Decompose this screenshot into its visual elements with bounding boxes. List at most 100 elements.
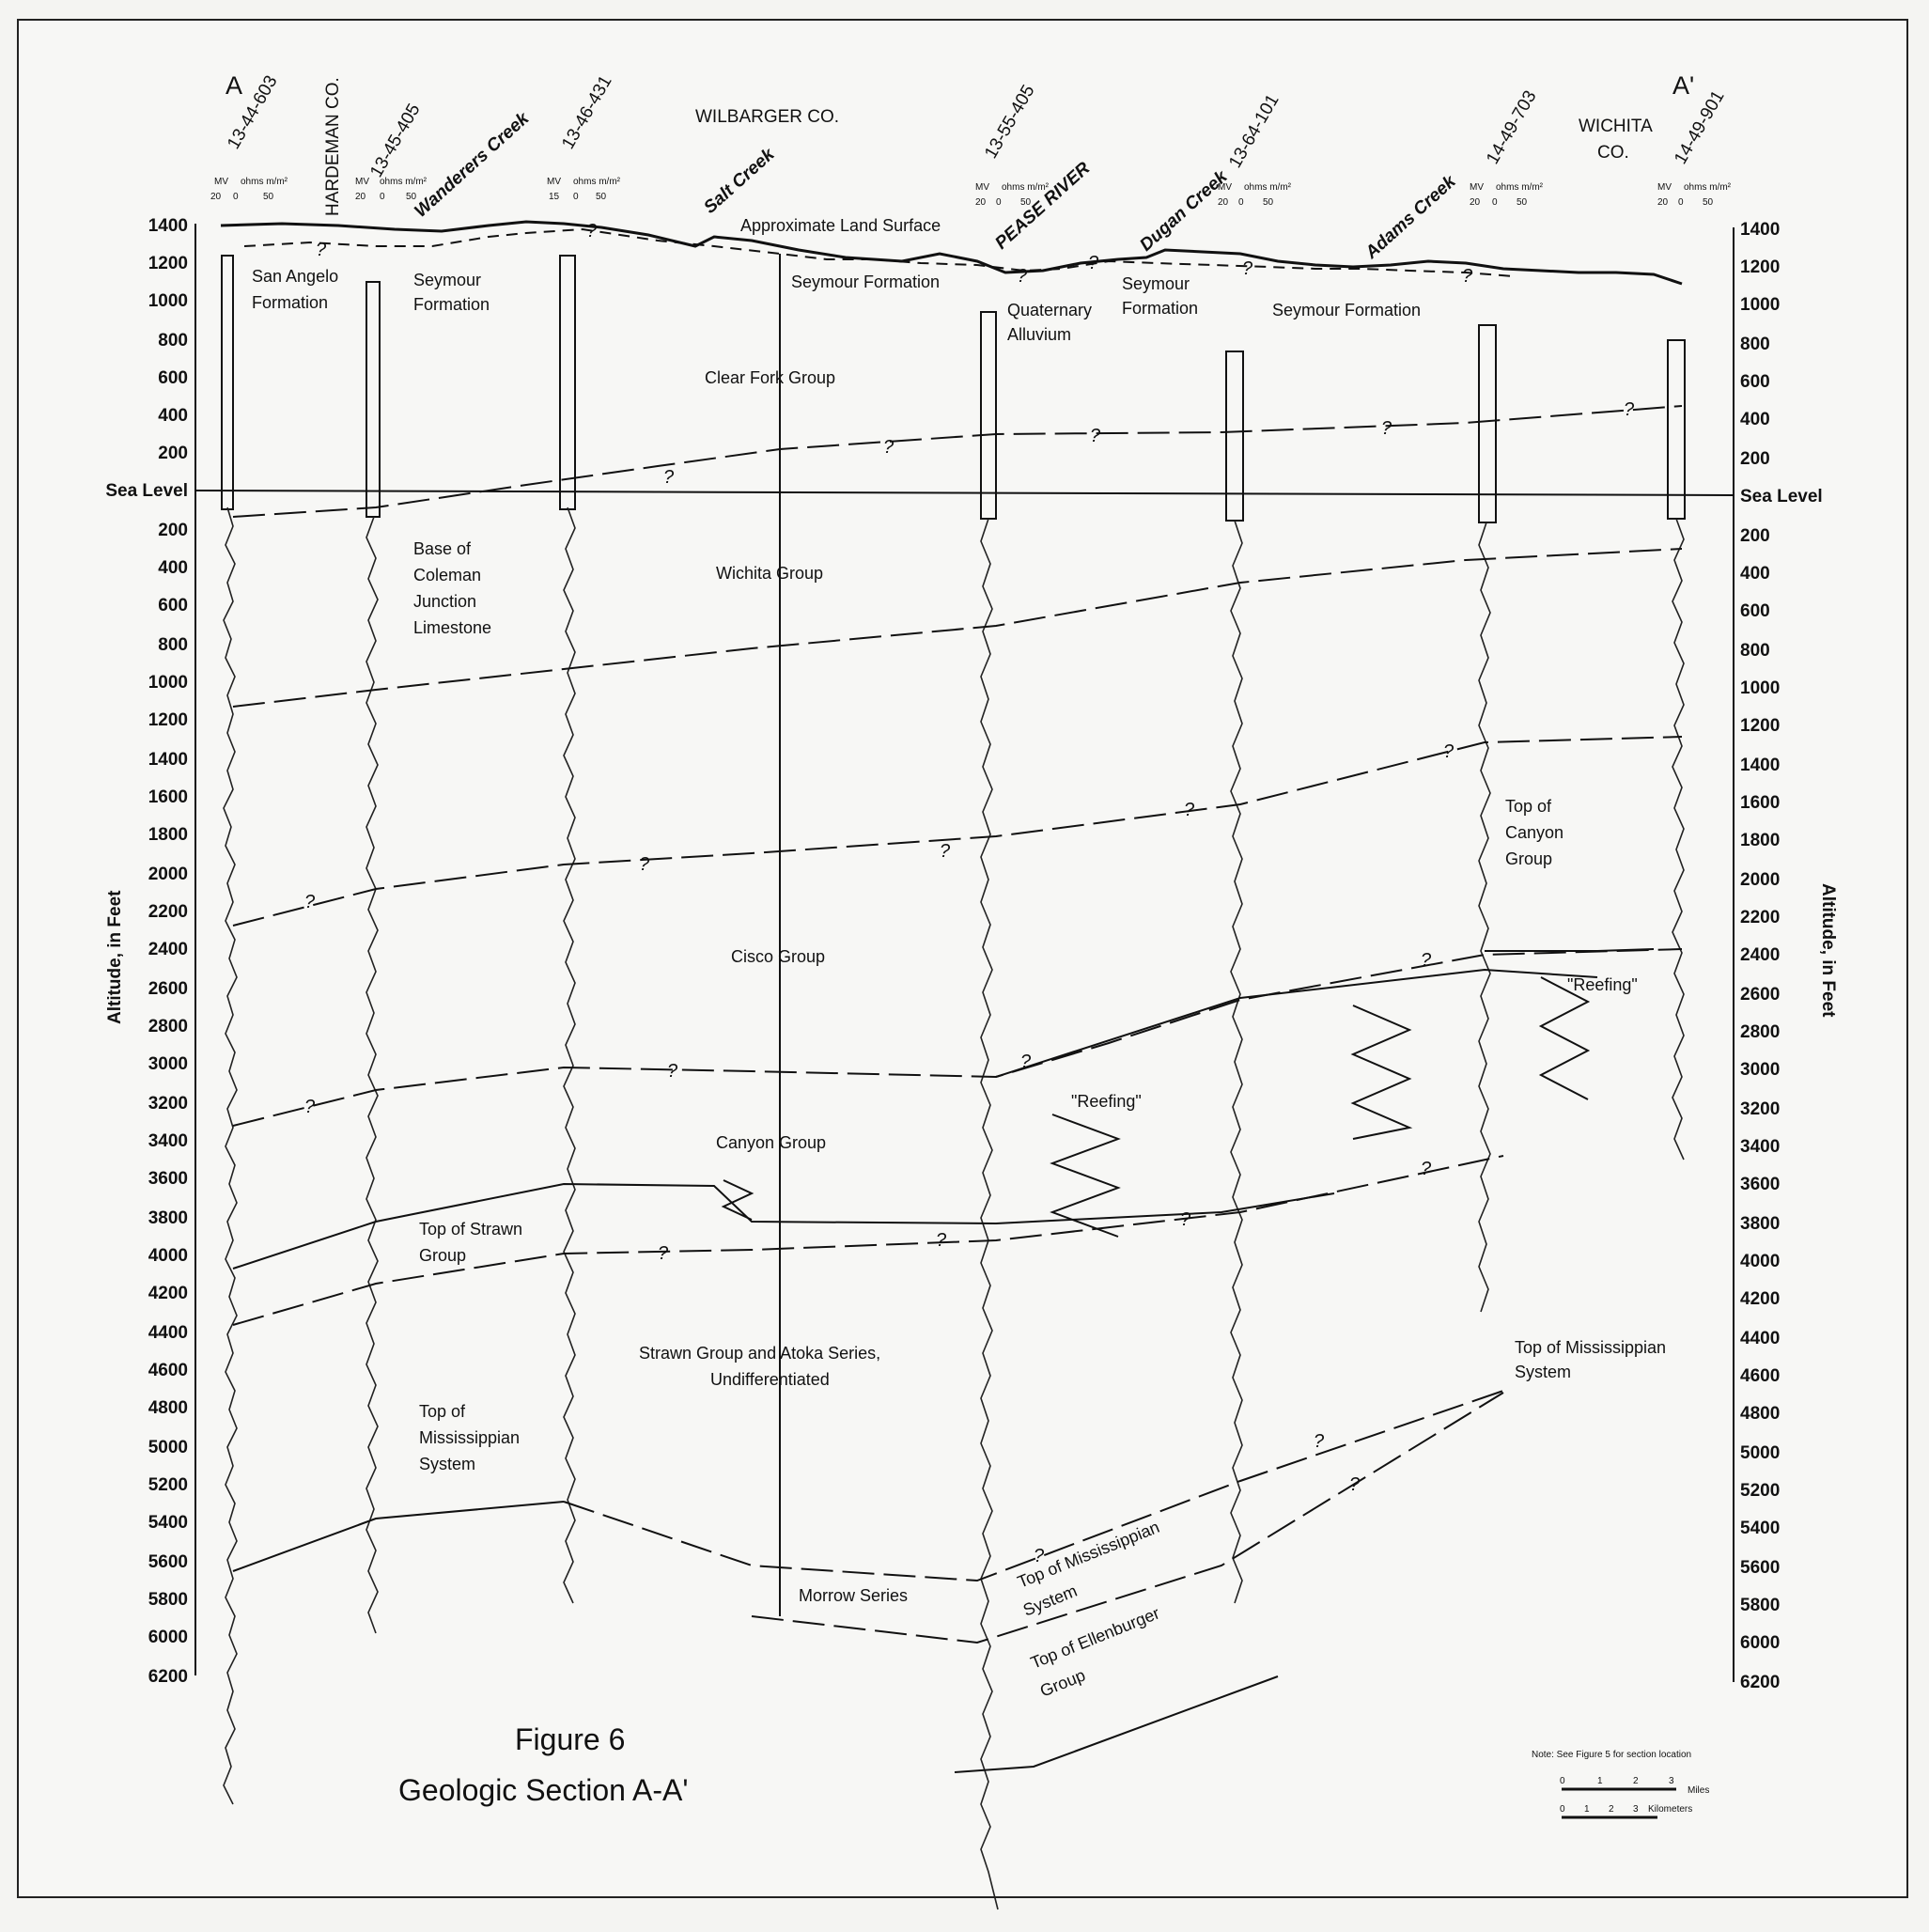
right-tick-m400: 400 bbox=[1740, 564, 1770, 584]
scale-mile-1: 1 bbox=[1597, 1776, 1603, 1786]
label-wichita: Wichita Group bbox=[716, 564, 823, 583]
left-tick-m1600: 1600 bbox=[148, 787, 188, 807]
right-tick-400: 400 bbox=[1740, 410, 1770, 429]
label-strawn-top-1: Top of Strawn bbox=[419, 1220, 522, 1239]
label-canyon-top-1: Top of bbox=[1505, 797, 1552, 816]
right-tick-m5200: 5200 bbox=[1740, 1481, 1780, 1501]
formation-contacts bbox=[232, 254, 1683, 1773]
county-hardeman: HARDEMAN CO. bbox=[323, 77, 343, 216]
label-clear-fork: Clear Fork Group bbox=[705, 368, 835, 387]
left-tick-m2400: 2400 bbox=[148, 940, 188, 959]
label-canyon-top-2: Canyon bbox=[1505, 823, 1563, 842]
scale-km-1: 1 bbox=[1584, 1804, 1590, 1815]
left-tick-m5600: 5600 bbox=[148, 1552, 188, 1572]
label-seymour-c-2: Formation bbox=[1122, 299, 1198, 318]
right-tick-m3800: 3800 bbox=[1740, 1214, 1780, 1234]
svg-text:?: ? bbox=[1349, 1474, 1361, 1495]
well-id-2: 13-45-405 bbox=[366, 101, 424, 181]
label-quaternary-1: Quaternary bbox=[1007, 301, 1092, 319]
left-tick-m800: 800 bbox=[158, 635, 188, 655]
log-ohms-high-1: 50 bbox=[263, 192, 274, 202]
log-ohms-6: ohms m/m² bbox=[1496, 182, 1544, 193]
log-mv-val-6: 20 bbox=[1470, 197, 1481, 208]
svg-text:?: ? bbox=[316, 240, 327, 260]
left-tick-m3000: 3000 bbox=[148, 1054, 188, 1074]
log-mv-val-2: 20 bbox=[355, 192, 366, 202]
scale-mile-3: 3 bbox=[1669, 1776, 1674, 1786]
label-miss-left-3: System bbox=[419, 1455, 475, 1473]
right-axis-label: Altitude, in Feet bbox=[1818, 883, 1838, 1018]
right-tick-m5600: 5600 bbox=[1740, 1558, 1780, 1578]
label-seymour-c-1: Seymour bbox=[1122, 274, 1190, 293]
left-tick-m2800: 2800 bbox=[148, 1017, 188, 1036]
well-columns bbox=[221, 255, 1686, 523]
svg-text:?: ? bbox=[1180, 1209, 1191, 1230]
log-ohms-mid-5: 0 bbox=[1238, 197, 1244, 208]
label-quaternary-2: Alluvium bbox=[1007, 325, 1071, 344]
label-san-angelo-1: San Angelo bbox=[252, 267, 338, 286]
left-tick-1000: 1000 bbox=[148, 291, 188, 311]
scale-km-0: 0 bbox=[1560, 1804, 1565, 1815]
left-tick-m600: 600 bbox=[158, 596, 188, 615]
log-mv-2: MV bbox=[355, 177, 369, 187]
left-tick-m2600: 2600 bbox=[148, 979, 188, 999]
well-id-3: 13-46-431 bbox=[558, 72, 615, 153]
right-tick-800: 800 bbox=[1740, 335, 1770, 354]
label-coleman-4: Limestone bbox=[413, 618, 491, 637]
left-tick-400: 400 bbox=[158, 406, 188, 426]
left-tick-m5200: 5200 bbox=[148, 1475, 188, 1495]
left-tick-m4600: 4600 bbox=[148, 1361, 188, 1380]
svg-text:?: ? bbox=[1443, 741, 1455, 762]
right-tick-m2600: 2600 bbox=[1740, 985, 1780, 1005]
scale-miles-label: Miles bbox=[1688, 1785, 1709, 1796]
well-id-5: 13-64-101 bbox=[1225, 91, 1283, 172]
well-log-traces bbox=[223, 506, 1685, 1910]
log-mv-5: MV bbox=[1218, 182, 1232, 193]
sea-level-line bbox=[194, 490, 1735, 496]
county-wilbarger: WILBARGER CO. bbox=[695, 107, 839, 127]
endpoint-a: A bbox=[226, 71, 242, 100]
right-tick-m2800: 2800 bbox=[1740, 1022, 1780, 1042]
right-tick-m1800: 1800 bbox=[1740, 831, 1780, 850]
label-strawn-atoka-2: Undifferentiated bbox=[710, 1370, 830, 1389]
label-miss-left-1: Top of bbox=[419, 1402, 466, 1421]
left-tick-m1000: 1000 bbox=[148, 673, 188, 693]
left-tick-1400: 1400 bbox=[148, 216, 188, 236]
svg-text:?: ? bbox=[940, 841, 951, 862]
land-surface-line bbox=[220, 220, 1683, 286]
log-mv-val-7: 20 bbox=[1657, 197, 1669, 208]
right-tick-m1000: 1000 bbox=[1740, 678, 1780, 698]
left-tick-m3600: 3600 bbox=[148, 1169, 188, 1189]
right-tick-m200: 200 bbox=[1740, 526, 1770, 546]
right-tick-m5000: 5000 bbox=[1740, 1443, 1780, 1463]
log-mv-6: MV bbox=[1470, 182, 1484, 193]
svg-text:?: ? bbox=[936, 1230, 947, 1251]
creek-pease: PEASE RIVER bbox=[991, 158, 1094, 253]
log-ohms-3: ohms m/m² bbox=[573, 177, 621, 187]
svg-text:?: ? bbox=[1017, 266, 1028, 287]
log-ohms-high-3: 50 bbox=[596, 192, 607, 202]
scale-km-2: 2 bbox=[1609, 1804, 1614, 1815]
right-tick-1200: 1200 bbox=[1740, 257, 1780, 277]
svg-text:?: ? bbox=[1624, 399, 1635, 420]
svg-text:?: ? bbox=[1034, 1546, 1045, 1566]
left-tick-m4400: 4400 bbox=[148, 1323, 188, 1343]
unit-labels: Approximate Land Surface San Angelo Form… bbox=[252, 216, 1666, 1701]
label-miss-right-1: Top of Mississippian bbox=[1515, 1338, 1666, 1357]
log-ohms-high-2: 50 bbox=[406, 192, 417, 202]
right-tick-m6200: 6200 bbox=[1740, 1673, 1780, 1692]
left-tick-m3800: 3800 bbox=[148, 1208, 188, 1228]
log-mv-val-1: 20 bbox=[210, 192, 222, 202]
log-ohms-1: ohms m/m² bbox=[241, 177, 288, 187]
left-tick-m2200: 2200 bbox=[148, 902, 188, 922]
left-tick-m4200: 4200 bbox=[148, 1284, 188, 1303]
label-canyon: Canyon Group bbox=[716, 1133, 826, 1152]
svg-text:?: ? bbox=[586, 221, 598, 242]
right-tick-m5400: 5400 bbox=[1740, 1519, 1780, 1538]
right-tick-600: 600 bbox=[1740, 372, 1770, 392]
label-seymour-a-1: Seymour bbox=[413, 271, 481, 289]
log-ohms-high-4: 50 bbox=[1020, 197, 1032, 208]
svg-text:?: ? bbox=[1090, 426, 1101, 446]
left-tick-m3200: 3200 bbox=[148, 1094, 188, 1114]
